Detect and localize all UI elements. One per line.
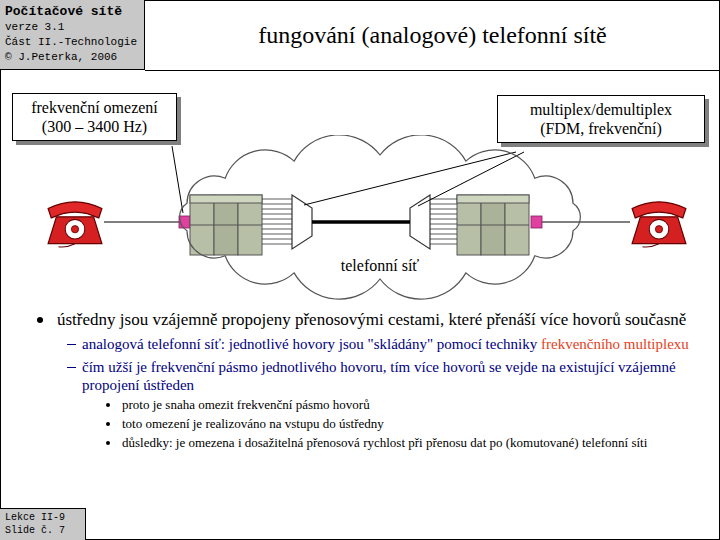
bullet-text: toto omezení je realizováno na vstupu do… [122, 416, 384, 431]
header-text: Slide č. 7 [5, 524, 80, 537]
telephone-icon [632, 202, 686, 247]
callout-text: frekvenční omezení (300 – 3400 Hz) [21, 98, 168, 136]
trunk-line [312, 220, 410, 224]
bullet-item: ústředny jsou vzájemně propojeny přenoso… [30, 310, 702, 330]
header-text: verze 3.1 [5, 20, 139, 35]
bullet-text: důsledky: je omezena i dosažitelná přeno… [122, 435, 647, 450]
header-box: Počítačové sítěverze 3.1Část II.-Technol… [0, 0, 145, 70]
bullet-item: čím užší je frekvenční pásmo jednotlivéh… [30, 358, 702, 394]
header-text: © J.Peterka, 2006 [5, 50, 139, 65]
multiplexer [292, 195, 312, 249]
leader-line [418, 152, 524, 206]
telephone-icon [48, 202, 102, 247]
slide-title: fungování (analogové) telefonní sítě [145, 22, 720, 49]
exchange-switch [190, 195, 262, 255]
header-text: Část II.-Technologie [5, 35, 139, 50]
network-cloud: telefonní síť [160, 135, 600, 300]
bullet-text: čím užší je frekvenční pásmo jednotlivéh… [82, 359, 676, 393]
dash-marker [67, 344, 76, 345]
bullet-item: toto omezení je realizováno na vstupu do… [30, 416, 702, 432]
callout-box: frekvenční omezení (300 – 3400 Hz) [12, 93, 177, 141]
subscriber-line [104, 222, 180, 223]
header-text: Lekce II-9 [5, 511, 80, 524]
header-text: Počítačové sítě [5, 3, 139, 20]
network-label: telefonní síť [160, 257, 600, 275]
bullet-text: analogová telefonní síť: jednotlivé hovo… [82, 336, 537, 352]
header-rule [145, 70, 720, 71]
bullet-list: ústředny jsou vzájemně propojeny přenoso… [30, 306, 702, 451]
bullet-marker [106, 403, 110, 407]
bullet-marker [106, 422, 110, 426]
bullet-marker [106, 441, 110, 445]
callout-box: multiplex/demultiplex (FDM, frekvenční) [497, 95, 705, 143]
bullet-marker [37, 317, 43, 323]
cloud-outline [160, 135, 600, 300]
bullet-text: frekvenčního multiplexu [541, 335, 689, 353]
footer-box: Lekce II-9Slide č. 7 [0, 508, 86, 540]
bullet-text: proto je snaha omezit frekvenční pásmo h… [122, 397, 370, 412]
subscriber-line [542, 222, 630, 223]
dash-marker [67, 367, 76, 368]
bullet-item: analogová telefonní síť: jednotlivé hovo… [30, 335, 702, 353]
demultiplexer [410, 195, 430, 249]
leader-line [304, 152, 516, 205]
bullet-text: ústředny jsou vzájemně propojeny přenoso… [57, 310, 686, 329]
line-port [531, 216, 542, 228]
leader-line [172, 146, 183, 213]
bullet-item: důsledky: je omezena i dosažitelná přeno… [30, 435, 702, 451]
exchange-switch [457, 195, 529, 255]
bullet-item: proto je snaha omezit frekvenční pásmo h… [30, 397, 702, 413]
cloud-shape [180, 135, 581, 299]
callout-text: multiplex/demultiplex (FDM, frekvenční) [506, 100, 696, 138]
